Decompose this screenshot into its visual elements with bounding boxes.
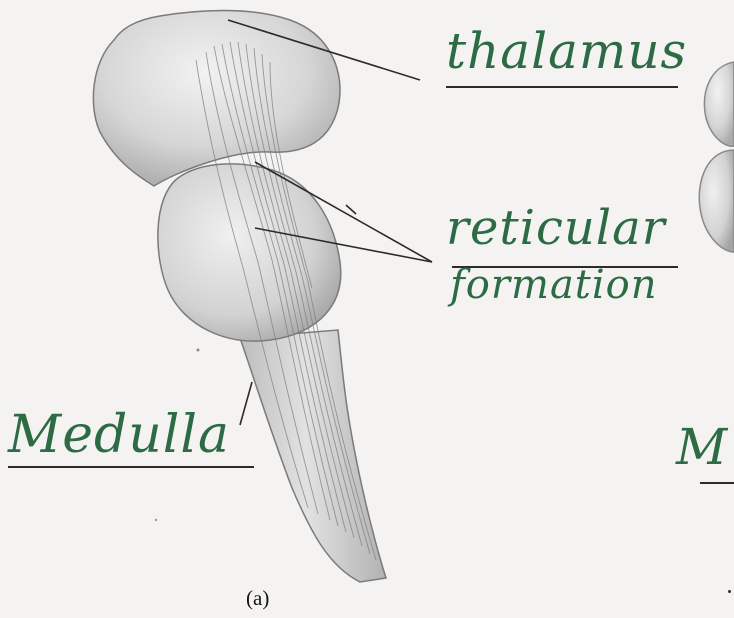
right-partial-underline [700,482,734,484]
thalamus-label: thalamus [446,22,687,80]
medulla-shape [240,330,386,582]
right-partial-figure [699,62,734,252]
medulla-label: Medulla [8,405,230,465]
medulla-underline [8,466,254,468]
thalamus-underline [446,86,678,88]
reticular-label-line2: formation [450,262,658,308]
right-partial-label: M [676,418,728,476]
pons-shape [158,164,341,341]
stray-dot [728,590,731,593]
figure-caption: (a) [246,586,269,611]
reticular-label-line1: reticular [446,200,666,256]
thalamus-shape [93,11,340,187]
